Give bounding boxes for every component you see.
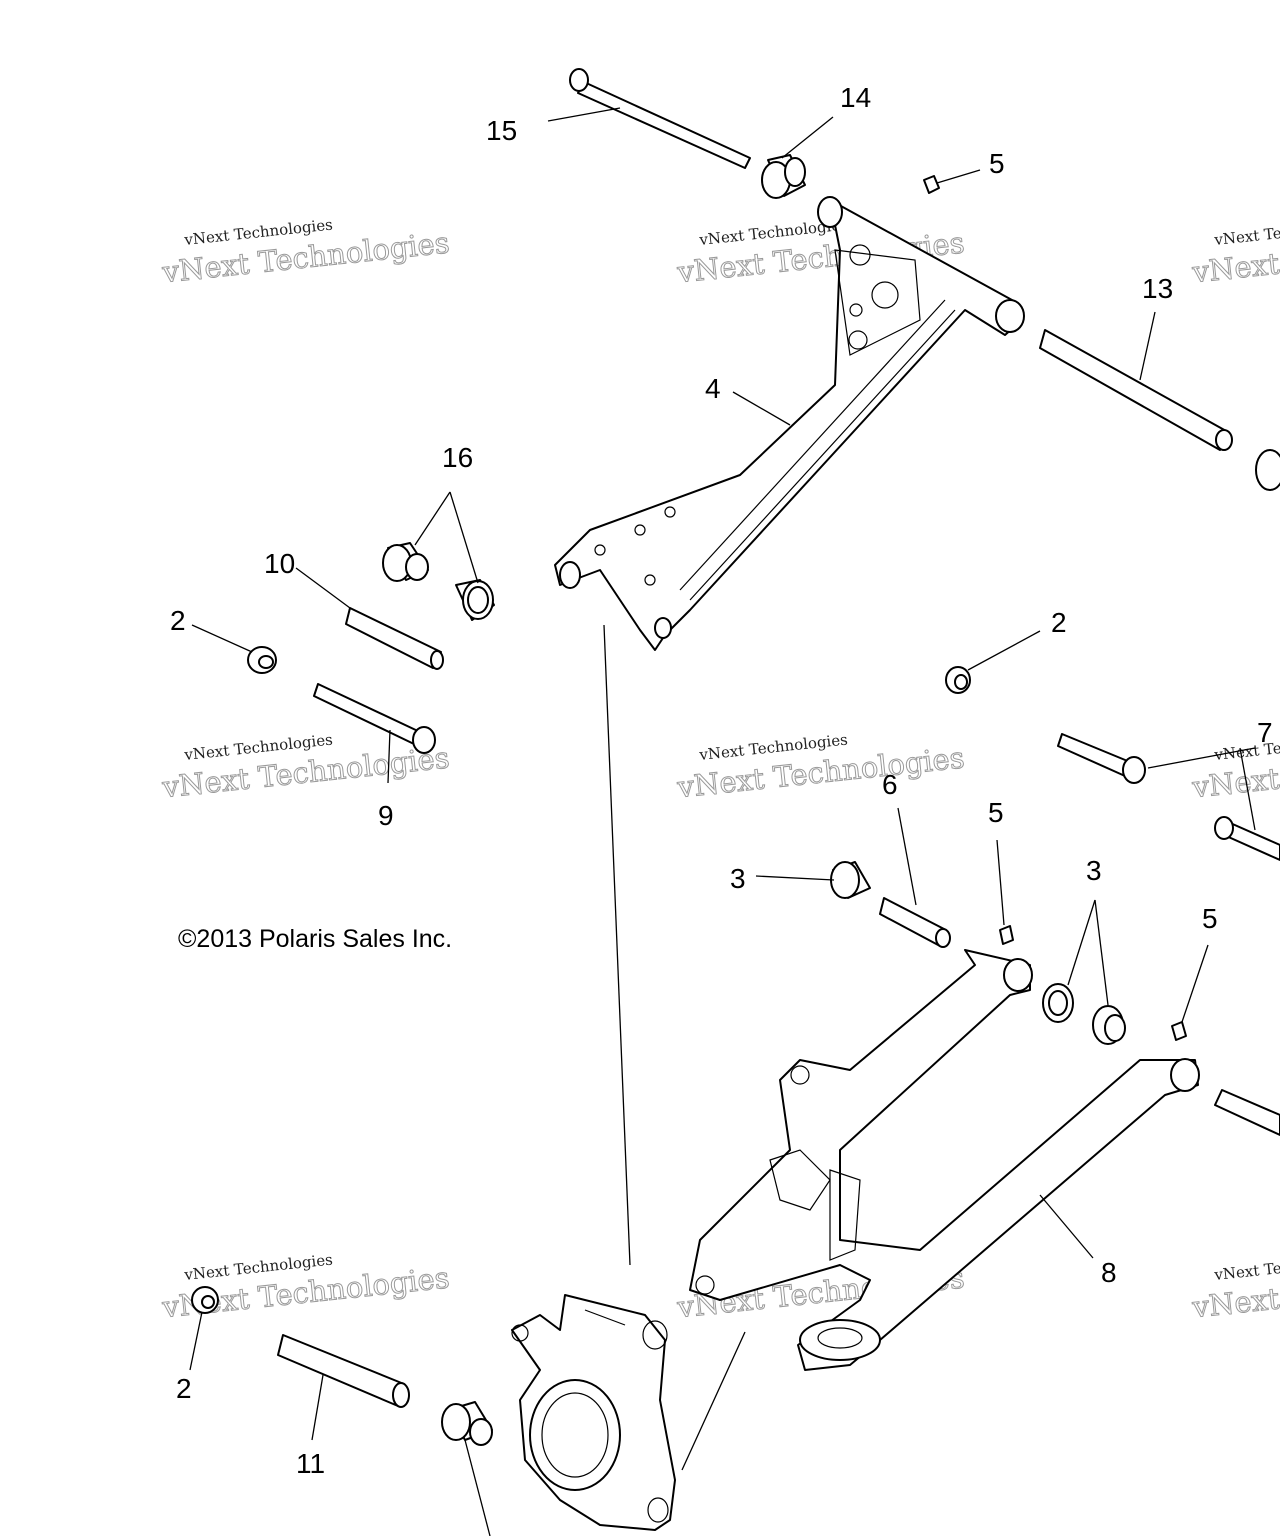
part-bushing-knuckle <box>441 1401 493 1446</box>
part-10-tube <box>345 607 444 670</box>
part-9-bolt <box>313 683 436 754</box>
part-2-nut-right <box>945 666 971 694</box>
callout-14: 14 <box>840 82 871 113</box>
callout-6: 6 <box>882 769 898 800</box>
callout-5-top: 5 <box>989 148 1005 179</box>
part-2-nut-left <box>247 646 277 674</box>
callouts: 15 14 5 13 4 16 10 2 2 9 7 6 5 3 3 5 8 2… <box>170 82 1273 1479</box>
copyright-text: ©2013 Polaris Sales Inc. <box>178 925 452 953</box>
part-3-bushing-left <box>830 861 871 899</box>
callout-7: 7 <box>1257 717 1273 748</box>
part-5-fitting-mid <box>999 925 1014 945</box>
callout-15: 15 <box>486 115 517 146</box>
callout-2-right: 2 <box>1051 607 1067 638</box>
part-tube-right-edge <box>1214 1089 1280 1136</box>
part-6-tube <box>879 897 951 948</box>
part-16-bushings <box>382 542 495 621</box>
callout-3-right: 3 <box>1086 855 1102 886</box>
part-2-nut-lower <box>191 1286 219 1314</box>
part-13-tube <box>1039 329 1280 491</box>
callout-4: 4 <box>705 373 721 404</box>
callout-9: 9 <box>378 800 394 831</box>
callout-2-lower: 2 <box>176 1373 192 1404</box>
part-8-lower-a-arm <box>689 949 1200 1371</box>
part-knuckle <box>511 1294 676 1531</box>
callout-11: 11 <box>296 1448 325 1479</box>
part-7-bolts <box>1057 733 1280 861</box>
part-14-bushing <box>761 154 806 199</box>
callout-2-left: 2 <box>170 605 186 636</box>
callout-8: 8 <box>1101 1257 1117 1288</box>
svg-text:vNext Technologies: vNext Technologies <box>1213 216 1280 250</box>
callout-16: 16 <box>442 442 473 473</box>
part-15-bolt <box>569 68 751 169</box>
part-4-upper-a-arm <box>554 196 1025 651</box>
callout-3-left: 3 <box>730 863 746 894</box>
svg-text:vNext Technologies: vNext Technologies <box>1213 1251 1280 1285</box>
part-5-fitting-top <box>923 175 940 194</box>
callout-10: 10 <box>264 548 295 579</box>
callout-5-mid: 5 <box>988 797 1004 828</box>
part-3-bushings-right <box>1042 983 1126 1045</box>
callout-5-right: 5 <box>1202 903 1218 934</box>
callout-13: 13 <box>1142 273 1173 304</box>
leader-lines <box>189 107 1256 1536</box>
part-5-fitting-right <box>1171 1021 1187 1041</box>
part-11-tube <box>277 1334 410 1408</box>
